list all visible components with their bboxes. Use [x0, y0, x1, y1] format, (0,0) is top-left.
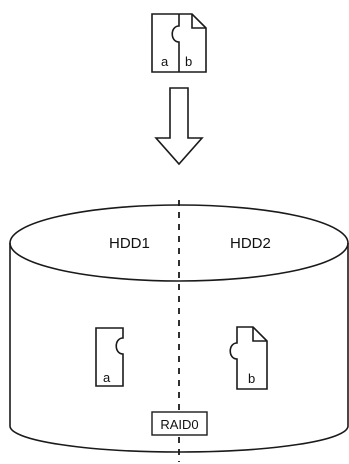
file-fold-corner [191, 14, 206, 29]
file-piece-a-label: a [161, 54, 169, 69]
piece-b-shape [229, 326, 268, 390]
file-piece-b-label: b [185, 54, 192, 69]
down-arrow-icon [154, 87, 204, 166]
piece-a-icon: a [95, 327, 124, 387]
split-file-icon: a b [151, 13, 207, 73]
piece-b-label: b [248, 371, 255, 386]
hdd2-label: HDD2 [230, 235, 271, 252]
piece-b-icon: b [229, 326, 268, 390]
raid0-label-box [151, 411, 208, 436]
file-puzzle-divider [171, 14, 180, 72]
piece-a-shape [95, 327, 124, 387]
hdd1-label: HDD1 [109, 235, 150, 252]
piece-a-label: a [103, 370, 111, 385]
raid0-label: RAID0 [160, 417, 198, 432]
piece-b-fold-corner [252, 327, 267, 342]
